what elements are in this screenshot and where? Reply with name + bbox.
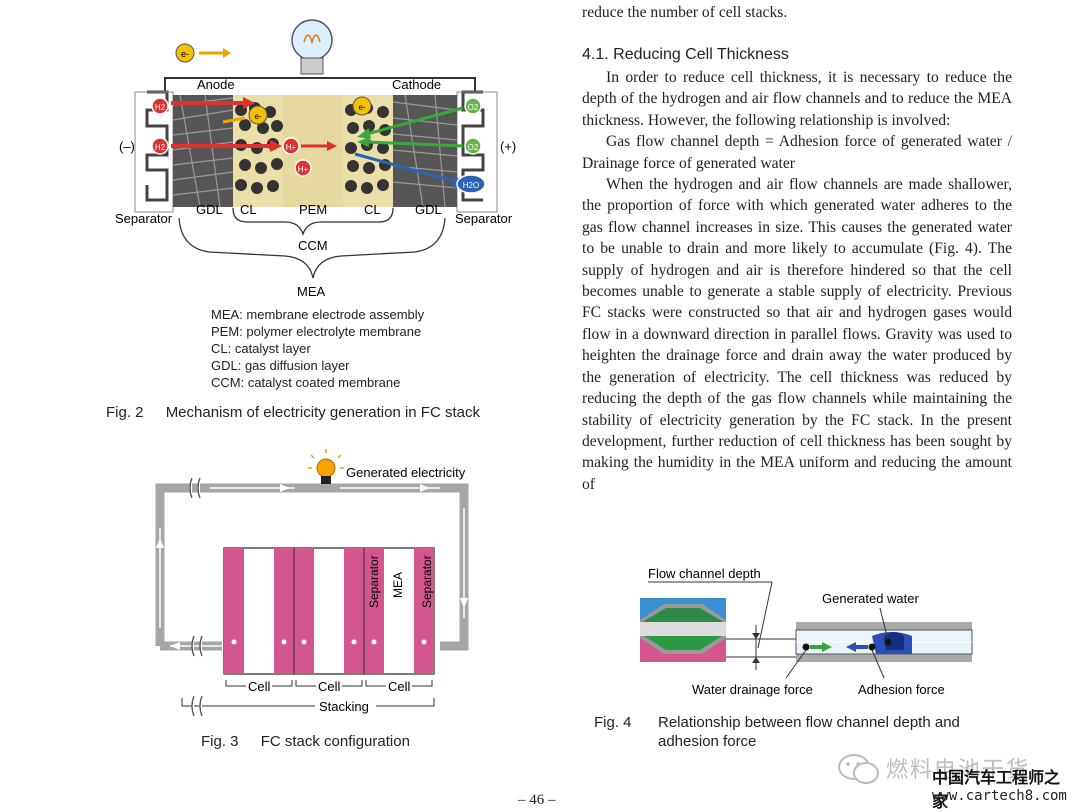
separator-left-label: Separator — [115, 211, 173, 226]
water-molecule-icon: H2O — [456, 174, 486, 194]
generated-water-label: Generated water — [822, 591, 920, 606]
separator-right-label: Separator — [455, 211, 513, 226]
stacking-label: Stacking — [319, 699, 369, 714]
electron-icon: e- — [352, 96, 372, 116]
separator-label: Separator — [367, 555, 381, 608]
proton-icon: H+ — [282, 137, 300, 155]
water-drainage-force-label: Water drainage force — [692, 682, 813, 697]
proton-icon: H+ — [294, 159, 312, 177]
legend-item: PEM: polymer electrolyte membrane — [211, 324, 422, 339]
pem-label: PEM — [299, 202, 327, 217]
electron-icon: e- — [248, 105, 268, 125]
body-text: In order to reduce cell thickness, it is… — [582, 67, 1012, 495]
svg-text:e-: e- — [358, 103, 365, 112]
fig3-caption-number: Fig. 3 — [201, 733, 239, 750]
fig3-diagram: Generated electricity Separator MEA Sepa… — [155, 449, 469, 717]
fig4-caption-text: Relationship between flow channel depth … — [658, 714, 960, 731]
legend-item: CL: catalyst layer — [211, 341, 311, 356]
electron-icon: e- — [175, 43, 195, 63]
wechat-account-name: 燃料电池干货 — [886, 757, 1031, 782]
svg-text:H2: H2 — [155, 103, 166, 112]
ccm-label: CCM — [298, 238, 328, 253]
cathode-label: Cathode — [392, 77, 441, 92]
fig4-caption-number: Fig. 4 — [594, 714, 632, 731]
paragraph-2: Gas flow channel depth = Adhesion force … — [582, 133, 1012, 172]
cl-left-label: CL — [240, 202, 257, 217]
plus-label: (+) — [500, 139, 516, 154]
svg-text:O2: O2 — [468, 103, 479, 112]
legend-item: GDL: gas diffusion layer — [211, 358, 350, 373]
wechat-icon — [838, 754, 879, 784]
svg-text:H+: H+ — [286, 143, 297, 152]
cl-right-label: CL — [364, 202, 381, 217]
fig2-caption-text: Mechanism of electricity generation in F… — [165, 404, 480, 421]
flow-channel-depth-label: Flow channel depth — [648, 566, 761, 581]
gdl-right-label: GDL — [415, 202, 442, 217]
o2-molecule-icon: O2 — [464, 97, 482, 115]
fig3-caption-text: FC stack configuration — [260, 733, 410, 750]
paragraph-3: When the hydrogen and air flow channels … — [582, 176, 1012, 493]
generated-electricity-label: Generated electricity — [346, 465, 466, 480]
fig4-caption-text-line2: adhesion force — [658, 733, 757, 750]
h2-molecule-icon: H2 — [151, 97, 169, 115]
text-top-line: reduce the number of cell stacks. — [582, 4, 788, 21]
fig2-caption-number: Fig. 2 — [106, 404, 144, 421]
watermark: 燃料电池干货 中国汽车工程师之家 www.cartech8.com — [836, 752, 1072, 811]
mea-label: MEA — [391, 572, 405, 598]
page-number: – 46 – — [518, 792, 556, 808]
h2-molecule-icon: H2 — [151, 137, 169, 155]
electron-label: e- — [181, 49, 189, 59]
svg-text:H2: H2 — [155, 143, 166, 152]
fig2-diagram: e- Anode Cathode — [115, 19, 516, 299]
fig2-caption: Fig. 2 Mechanism of electricity generati… — [106, 404, 480, 421]
cell-label: Cell — [388, 679, 411, 694]
fig2-legend: MEA: membrane electrode assembly PEM: po… — [211, 306, 424, 391]
cell-label: Cell — [248, 679, 271, 694]
fig3-caption: Fig. 3 FC stack configuration — [201, 733, 410, 750]
fig4-caption: Fig. 4 Relationship between flow channel… — [594, 714, 960, 750]
legend-item: MEA: membrane electrode assembly — [211, 307, 425, 322]
separator-label: Separator — [420, 555, 434, 608]
mea-label: MEA — [297, 284, 326, 299]
svg-text:O2: O2 — [468, 143, 479, 152]
lamp-icon — [308, 449, 344, 484]
gdl-left-label: GDL — [196, 202, 223, 217]
lightbulb-icon — [291, 19, 333, 75]
o2-molecule-icon: O2 — [464, 137, 482, 155]
cell-label: Cell — [318, 679, 341, 694]
svg-text:H+: H+ — [298, 165, 309, 174]
minus-label: (–) — [119, 139, 135, 154]
anode-label: Anode — [197, 77, 235, 92]
svg-text:H2O: H2O — [463, 181, 479, 190]
site-url: www.cartech8.com — [932, 788, 1067, 804]
section-heading: 4.1. Reducing Cell Thickness — [582, 46, 789, 63]
svg-text:e-: e- — [254, 112, 261, 121]
fig4-diagram: Flow channel depth Generated water Water… — [640, 566, 973, 697]
adhesion-force-label: Adhesion force — [858, 682, 945, 697]
paragraph-1: In order to reduce cell thickness, it is… — [582, 69, 1012, 129]
site-name: 中国汽车工程师之家 — [932, 768, 1061, 811]
legend-item: CCM: catalyst coated membrane — [211, 375, 401, 390]
